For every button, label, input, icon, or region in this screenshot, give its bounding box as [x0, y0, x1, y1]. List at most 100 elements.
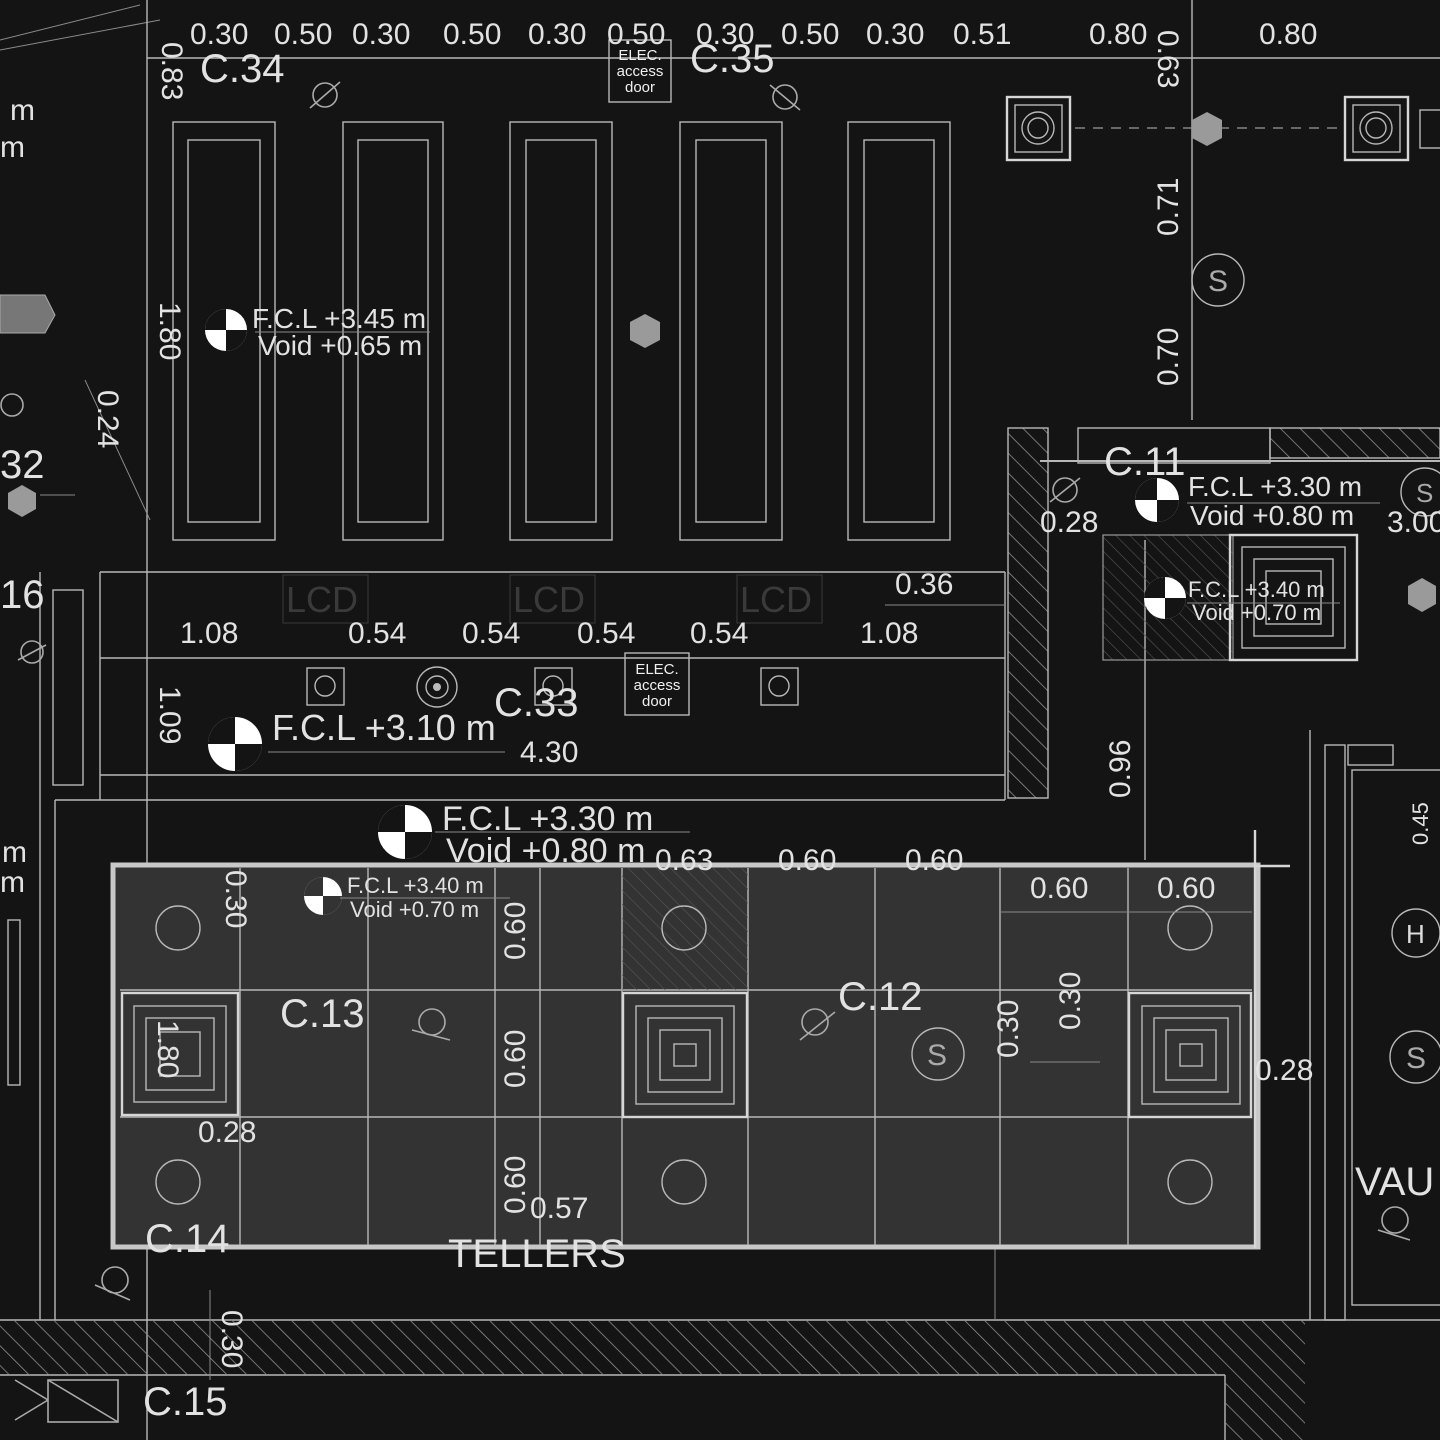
- svg-text:F.C.L +3.30 m: F.C.L +3.30 m: [1188, 471, 1362, 502]
- teller-dimensions: 0.63 0.60 0.60 0.60 0.60 0.60 0.60 0.60 …: [198, 802, 1433, 1225]
- dim-top: 0.30: [528, 18, 586, 51]
- diffuser-icon: [120, 991, 240, 1117]
- svg-text:S: S: [1406, 1042, 1426, 1075]
- ceiling-panel: [172, 121, 276, 541]
- svg-text:Void +0.70 m: Void +0.70 m: [350, 897, 479, 922]
- svg-text:S: S: [1416, 478, 1433, 508]
- elec-access-door-text-1: ELEC. access door: [617, 47, 664, 96]
- ceiling-panel: [509, 121, 613, 541]
- level-notes: F.C.L +3.45 m Void +0.65 m F.C.L +3.30 m…: [252, 303, 1362, 922]
- svg-text:0.60: 0.60: [905, 844, 963, 877]
- smoke-detector-icon: [911, 253, 1440, 1084]
- svg-text:1.80: 1.80: [153, 302, 186, 360]
- left-dimensions: 1.80 0.24 1.09 0.30 1.80 0.30: [91, 302, 252, 1368]
- svg-text:1.08: 1.08: [180, 617, 238, 650]
- diffuser-icon: [1228, 533, 1359, 662]
- svg-text:0.54: 0.54: [690, 617, 748, 650]
- dim-top: 0.30: [352, 18, 410, 51]
- elec-access-door-text-2: ELEC. access door: [634, 661, 681, 710]
- svg-text:m: m: [10, 94, 35, 127]
- svg-text:1.80: 1.80: [151, 1020, 184, 1078]
- edge-fragments: m m 32 16 m m: [0, 94, 45, 899]
- downlight-icon: [155, 905, 201, 951]
- slab-hatch-bottom: [0, 1320, 1225, 1375]
- svg-text:0.60: 0.60: [778, 844, 836, 877]
- svg-text:door: door: [625, 79, 655, 96]
- spotlight-icon: [306, 667, 345, 706]
- label-c33: C.33: [494, 681, 579, 725]
- recessed-panels: [172, 121, 951, 541]
- light-box-icon: [1343, 95, 1410, 162]
- spotlight-icon: [534, 667, 573, 706]
- downlight-icon: [661, 905, 707, 951]
- svg-text:3.00: 3.00: [1387, 506, 1440, 539]
- svg-text:LCD: LCD: [286, 579, 358, 620]
- label-c14: C.14: [145, 1217, 230, 1261]
- svg-text:door: door: [642, 693, 672, 710]
- svg-text:0.54: 0.54: [348, 617, 406, 650]
- svg-text:ELEC.: ELEC.: [618, 47, 661, 64]
- svg-text:ELEC.: ELEC.: [635, 661, 678, 678]
- elec-access-door-2: [624, 652, 690, 716]
- tellers-zone: [110, 830, 1290, 1250]
- dim-top: 0.80: [1089, 18, 1147, 51]
- svg-text:1.08: 1.08: [860, 617, 918, 650]
- svg-text:0.54: 0.54: [577, 617, 635, 650]
- wall-hatch-left: [1007, 427, 1049, 799]
- dim-top: 0.80: [1259, 18, 1317, 51]
- spotlight-row: [306, 666, 799, 708]
- ceiling-panel: [342, 121, 444, 541]
- level-marker-icon: [205, 309, 1186, 915]
- svg-text:F.C.L +3.10 m: F.C.L +3.10 m: [272, 707, 496, 748]
- svg-text:4.30: 4.30: [520, 736, 578, 769]
- svg-text:Void +0.70 m: Void +0.70 m: [1192, 600, 1321, 625]
- dim-top: 0.30: [696, 18, 754, 51]
- svg-text:H: H: [1406, 919, 1425, 949]
- spotlight-icon: [760, 667, 799, 706]
- svg-text:0.28: 0.28: [1040, 506, 1098, 539]
- dim-top: 0.50: [781, 18, 839, 51]
- lcd-labels: LCD LCD LCD: [286, 579, 812, 620]
- label-vault: VAU: [1355, 1160, 1434, 1204]
- svg-text:LCD: LCD: [513, 579, 585, 620]
- svg-text:0.36: 0.36: [895, 568, 953, 601]
- downlight-icon: [1167, 1159, 1213, 1205]
- slab-hatch-corner: [1225, 1320, 1305, 1440]
- svg-text:m: m: [2, 836, 27, 869]
- light-box-icon: [1005, 95, 1072, 162]
- camera-icon: [0, 81, 1411, 1301]
- right-column-dimensions: 0.71 0.70 0.96: [1104, 178, 1185, 798]
- label-c12: C.12: [838, 975, 923, 1019]
- dim-top: 0.51: [953, 18, 1011, 51]
- svg-text:Void +0.65 m: Void +0.65 m: [258, 330, 422, 361]
- downlight-icon: [155, 1159, 201, 1205]
- dim-top: 0.50: [274, 18, 332, 51]
- svg-text:F.C.L +3.45 m: F.C.L +3.45 m: [252, 303, 426, 334]
- label-c35: C.35: [690, 37, 775, 81]
- dim-top: 0.63: [1151, 30, 1184, 88]
- svg-text:0.63: 0.63: [655, 844, 713, 877]
- label-c34: C.34: [200, 47, 285, 91]
- speaker-icon: [416, 666, 458, 708]
- svg-text:0.96: 0.96: [1104, 740, 1137, 798]
- svg-text:0.57: 0.57: [530, 1192, 588, 1225]
- svg-text:access: access: [634, 677, 681, 694]
- dim-top: 0.30: [190, 18, 248, 51]
- svg-text:16: 16: [0, 573, 45, 617]
- mid-dimensions: 1.08 0.54 0.54 0.54 0.54 1.08 0.36 4.30 …: [180, 506, 1440, 769]
- label-c15: C.15: [143, 1380, 228, 1424]
- svg-text:0.60: 0.60: [499, 902, 532, 960]
- svg-text:0.24: 0.24: [91, 390, 124, 448]
- svg-text:0.30: 0.30: [992, 1000, 1025, 1058]
- svg-text:m: m: [0, 866, 25, 899]
- dim-top: 0.50: [443, 18, 501, 51]
- svg-text:0.30: 0.30: [1054, 972, 1087, 1030]
- dim-top: 0.50: [607, 18, 665, 51]
- svg-text:0.28: 0.28: [1255, 1054, 1313, 1087]
- wall-slot: [52, 589, 84, 786]
- svg-text:32: 32: [0, 443, 45, 487]
- svg-text:S: S: [1208, 265, 1228, 298]
- svg-text:Void +0.80 m: Void +0.80 m: [446, 832, 645, 870]
- wall-element: [7, 919, 21, 1086]
- top-dimensions: 0.83 0.30 0.50 0.30 0.50 0.30 0.50 0.30 …: [155, 18, 1317, 100]
